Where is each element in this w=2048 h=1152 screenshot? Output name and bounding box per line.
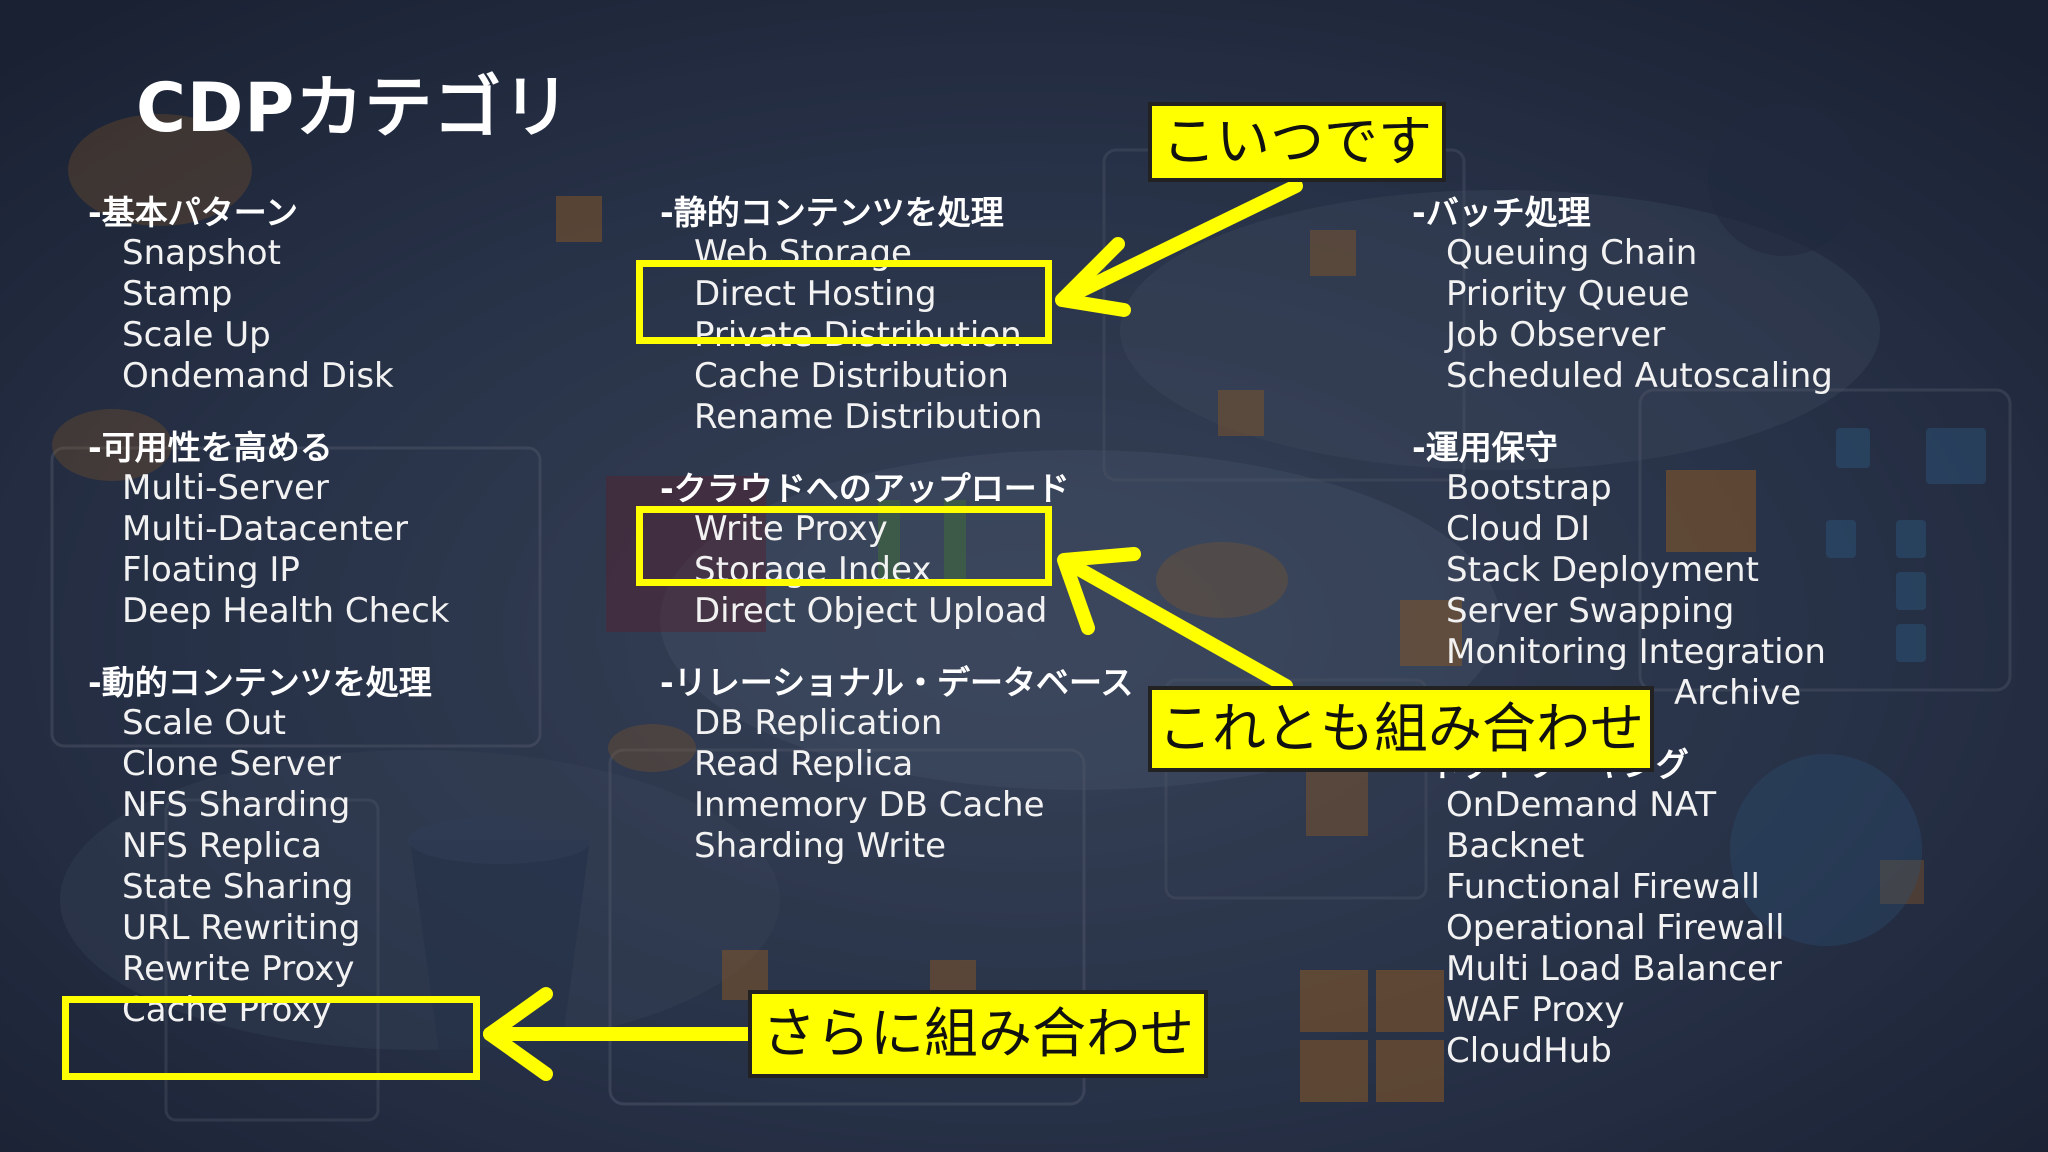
section-heading: -運用保守 [1412,428,1558,467]
category-section: -基本パターン Snapshot Stamp Scale Up Ondemand… [88,192,449,397]
pattern-item: Read Replica [694,744,914,784]
pattern-item: Scheduled Autoscaling [1446,356,1833,396]
pattern-item: Cache Distribution [694,356,1009,396]
pattern-item: Stack Deployment [1446,550,1759,590]
pattern-item: Stamp [122,274,233,314]
section-heading: -動的コンテンツを処理 [88,663,432,702]
section-heading: -静的コンテンツを処理 [660,193,1004,232]
pattern-item: Server Swapping [1446,591,1735,631]
slide-title: CDPカテゴリ [136,69,572,148]
pattern-item: OnDemand NAT [1446,785,1717,825]
category-section: -静的コンテンツを処理 Web Storage Direct Hosting P… [660,192,1133,438]
pattern-item: CloudHub [1446,1031,1612,1071]
pattern-item: Bootstrap [1446,468,1612,508]
pattern-item: Inmemory DB Cache [694,785,1045,825]
section-heading: -バッチ処理 [1412,193,1591,232]
pattern-item: URL Rewriting [122,908,361,948]
category-section: -リレーショナル・データベース DB Replication Read Repl… [660,662,1133,867]
pattern-item: State Sharing [122,867,354,907]
category-column-3: -バッチ処理 Queuing Chain Priority Queue Job … [1412,192,1833,1102]
pattern-item: Archive [1674,673,1802,713]
pattern-item: Operational Firewall [1446,908,1785,948]
pattern-item: Ondemand Disk [122,356,394,396]
pattern-item: Queuing Chain [1446,233,1698,273]
category-section: -ネットワーキング OnDemand NAT Backnet Functiona… [1412,744,1833,1072]
highlight-box-write-proxy [636,506,1052,586]
pattern-item: Rewrite Proxy [122,949,355,989]
category-section: -バッチ処理 Queuing Chain Priority Queue Job … [1412,192,1833,397]
pattern-item: DB Replication [694,703,943,743]
pattern-item: NFS Replica [122,826,322,866]
category-section: -動的コンテンツを処理 Scale Out Clone Server NFS S… [88,662,449,1031]
pattern-item: Snapshot [122,233,281,273]
pattern-item: Rename Distribution [694,397,1043,437]
category-section: -クラウドへのアップロード Write Proxy Storage Index … [660,468,1133,632]
pattern-item-write-proxy: Write Proxy [694,509,888,549]
callout-write-proxy: これとも組み合わせ [1148,686,1654,772]
pattern-item: Private Distribution [694,315,1022,355]
pattern-item: Floating IP [122,550,300,590]
pattern-item: Multi-Datacenter [122,509,408,549]
category-column-2: -静的コンテンツを処理 Web Storage Direct Hosting P… [660,192,1133,897]
pattern-item: Deep Health Check [122,591,450,631]
section-heading: -リレーショナル・データベース [660,663,1134,702]
pattern-item: Cloud DI [1446,509,1591,549]
category-section: -可用性を高める Multi-Server Multi-Datacenter F… [88,427,449,632]
section-heading: -可用性を高める [88,428,333,467]
pattern-item: Job Observer [1446,315,1666,355]
pattern-item: Multi Load Balancer [1446,949,1782,989]
pattern-item-direct-hosting: Direct Hosting [694,274,937,314]
pattern-item: Priority Queue [1446,274,1690,314]
category-column-1: -基本パターン Snapshot Stamp Scale Up Ondemand… [88,192,449,1061]
pattern-item: Sharding Write [694,826,947,866]
pattern-item: Direct Object Upload [694,591,1048,631]
section-heading: -基本パターン [88,193,299,232]
callout-direct-hosting: こいつです [1148,102,1446,182]
pattern-item: Functional Firewall [1446,867,1760,907]
pattern-item: Multi-Server [122,468,329,508]
callout-cache-proxy: さらに組み合わせ [748,990,1208,1078]
highlight-box-cache-proxy [62,996,480,1080]
pattern-item: NFS Sharding [122,785,351,825]
pattern-item: Scale Out [122,703,286,743]
highlight-box-direct-hosting [636,260,1052,344]
pattern-item: Backnet [1446,826,1585,866]
pattern-item: WAF Proxy [1446,990,1625,1030]
category-section: -運用保守 Bootstrap Cloud DI Stack Deploymen… [1412,427,1833,714]
pattern-item: Clone Server [122,744,341,784]
pattern-item: Monitoring Integration [1446,632,1826,672]
pattern-item: Scale Up [122,315,271,355]
section-heading: -クラウドへのアップロード [660,469,1070,508]
